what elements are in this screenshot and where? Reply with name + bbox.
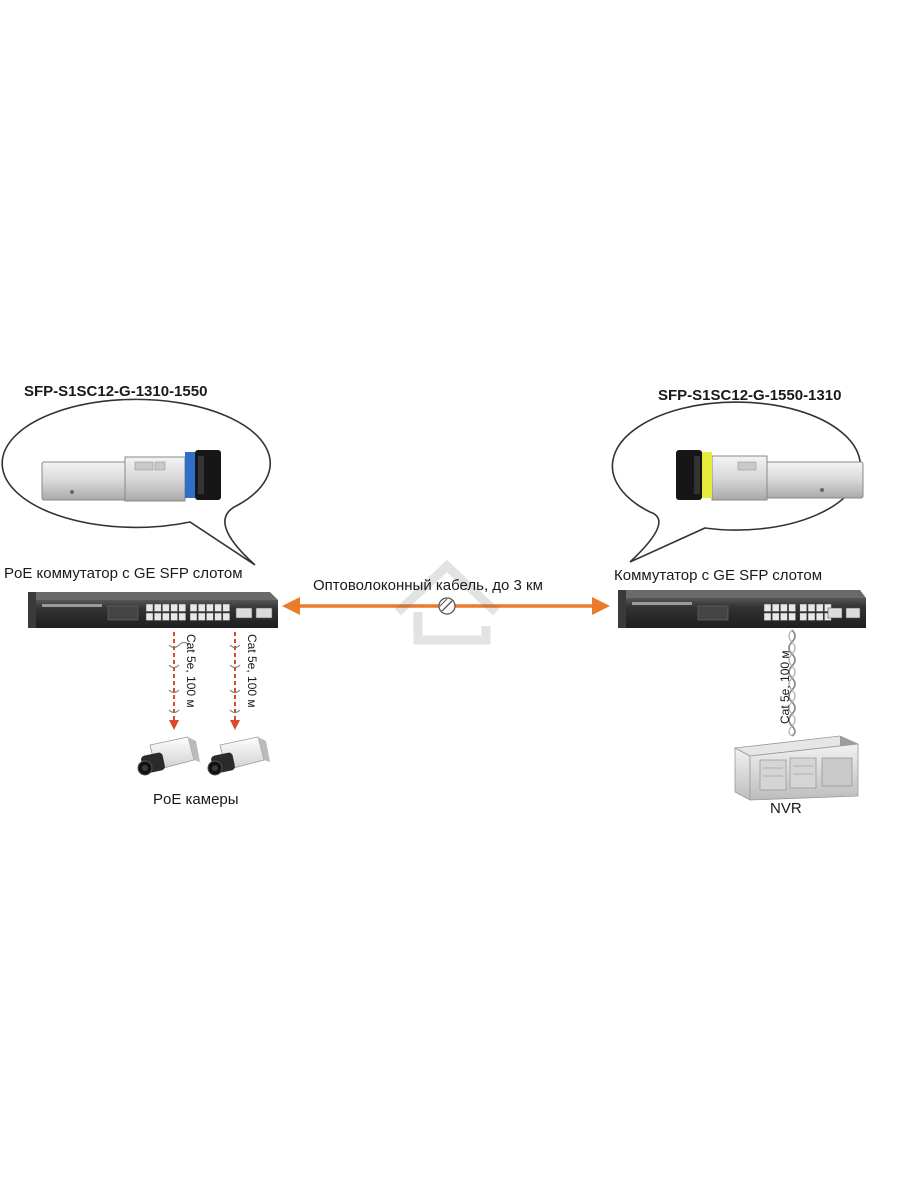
ethernet-port bbox=[815, 612, 824, 621]
ethernet-port bbox=[807, 603, 816, 612]
ethernet-port bbox=[763, 612, 772, 621]
ethernet-port bbox=[153, 612, 162, 621]
right-switch bbox=[618, 590, 866, 628]
right-switch-label: Коммутатор с GE SFP слотом bbox=[614, 567, 823, 584]
ethernet-port bbox=[799, 612, 808, 621]
ethernet-port bbox=[197, 612, 206, 621]
ethernet-port bbox=[222, 603, 231, 612]
ethernet-port bbox=[771, 603, 780, 612]
ethernet-port bbox=[206, 612, 214, 621]
ethernet-port bbox=[780, 603, 788, 612]
left-poe-switch bbox=[28, 592, 278, 628]
nvr-link-label: Cat 5e, 100 м bbox=[778, 650, 792, 724]
ethernet-port bbox=[170, 603, 178, 612]
right-sfp-model-label: SFP-S1SC12-G-1550-1310 bbox=[658, 387, 842, 404]
ethernet-port bbox=[214, 603, 222, 612]
ethernet-port bbox=[788, 612, 796, 621]
nvr-server bbox=[733, 735, 860, 801]
ethernet-port bbox=[162, 612, 170, 621]
ethernet-port bbox=[222, 612, 231, 621]
ethernet-port bbox=[763, 603, 772, 612]
right-sfp-module bbox=[676, 450, 864, 501]
ethernet-port bbox=[178, 603, 187, 612]
ethernet-port bbox=[807, 612, 816, 621]
nvr-label: NVR bbox=[770, 800, 802, 817]
ethernet-port bbox=[788, 603, 796, 612]
ethernet-port bbox=[815, 603, 824, 612]
fiber-optic-link bbox=[282, 597, 610, 615]
poe-camera-1 bbox=[137, 736, 200, 776]
nvr-link bbox=[788, 629, 796, 737]
camera-link-2 bbox=[229, 632, 241, 730]
left-switch-label: PoE коммутатор с GE SFP слотом bbox=[4, 565, 243, 582]
ethernet-port bbox=[170, 612, 178, 621]
ethernet-port bbox=[162, 603, 170, 612]
ethernet-port bbox=[799, 603, 808, 612]
ethernet-port bbox=[771, 612, 780, 621]
poe-camera-2 bbox=[207, 736, 270, 776]
ethernet-port bbox=[197, 603, 206, 612]
ethernet-port bbox=[780, 612, 788, 621]
left-sfp-module bbox=[41, 450, 221, 502]
ethernet-port bbox=[189, 603, 198, 612]
ethernet-port bbox=[178, 612, 187, 621]
ethernet-port bbox=[153, 603, 162, 612]
ethernet-port bbox=[145, 603, 154, 612]
camera-link-2-label: Cat 5e, 100 м bbox=[245, 634, 259, 708]
ethernet-port bbox=[189, 612, 198, 621]
ethernet-port bbox=[206, 603, 214, 612]
camera-link-1-label: Cat 5e, 100 м bbox=[184, 634, 198, 708]
poe-cameras-label: PoE камеры bbox=[153, 791, 239, 808]
camera-link-1 bbox=[168, 632, 190, 730]
ethernet-port bbox=[145, 612, 154, 621]
fiber-link-label: Оптоволоконный кабель, до 3 км bbox=[313, 577, 543, 594]
ethernet-port bbox=[214, 612, 222, 621]
watermark-logo bbox=[394, 559, 500, 645]
left-sfp-model-label: SFP-S1SC12-G-1310-1550 bbox=[24, 383, 208, 400]
